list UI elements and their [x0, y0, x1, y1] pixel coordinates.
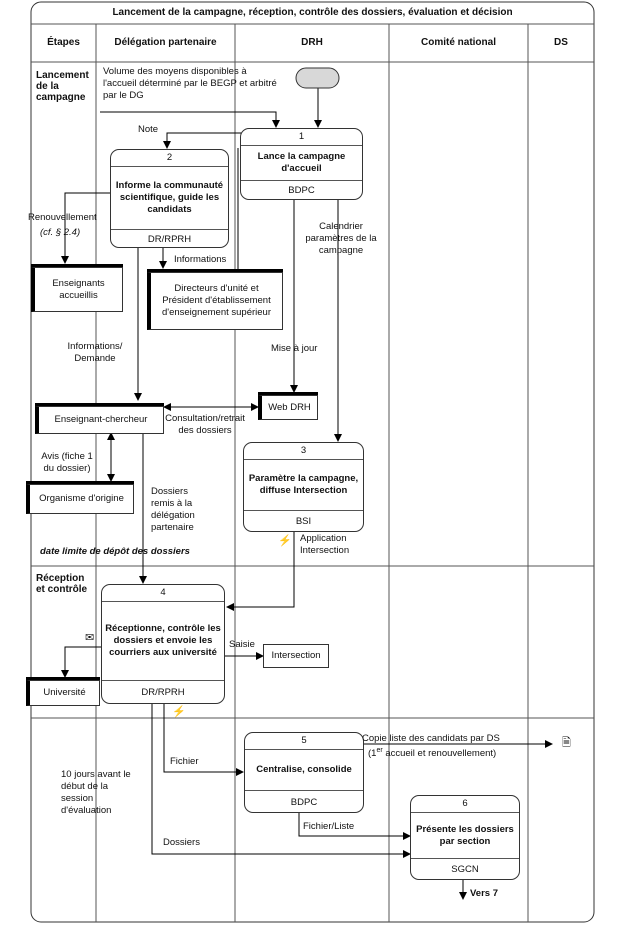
annotation-consultation: Consultation/retrait des dossiers — [165, 413, 245, 436]
annotation-saisie: Saisie — [229, 639, 255, 650]
annotation-fichier-liste: Fichier/Liste — [303, 821, 355, 832]
annotation-accueil-prefix: (1 — [368, 748, 377, 760]
lightning-icon: ⚡ — [172, 706, 186, 718]
process-1: 1 Lance la campagne d'accueil BDPC — [240, 128, 363, 200]
annotation-informations: Informations — [174, 254, 227, 265]
store-directeurs: Directeurs d'unité et Président d'établi… — [147, 272, 283, 330]
process-2: 2 Informe la communauté scientifique, gu… — [110, 149, 229, 248]
process-actor: DR/RPRH — [111, 229, 228, 249]
process-number: 3 — [244, 443, 363, 460]
column-header-ds: DS — [554, 37, 568, 48]
annotation-volume: Volume des moyens disponibles à l'accuei… — [103, 66, 277, 101]
annotation-dossiers: Dossiers — [163, 837, 200, 848]
annotation-calendrier: Calendrier paramètres de la campagne — [305, 221, 377, 256]
process-label: Présente les dossiers par section — [416, 823, 514, 847]
process-label: Réceptionne, contrôle les dossiers et en… — [105, 623, 221, 658]
process-6: 6 Présente les dossiers par section SGCN — [410, 795, 520, 880]
process-actor: DR/RPRH — [102, 680, 224, 705]
annotation-copie-liste: Copie liste des candidats par DS — [362, 733, 500, 744]
annotation-note: Note — [138, 124, 159, 135]
process-label: Paramètre la campagne, diffuse Intersect… — [248, 473, 359, 496]
step-label-lancement: Lancement de la campagne — [36, 70, 89, 103]
process-actor: BSI — [244, 510, 363, 533]
column-header-drh: DRH — [301, 37, 323, 48]
process-number: 2 — [111, 150, 228, 167]
envelope-icon: ✉ — [85, 632, 95, 644]
process-actor: BDPC — [245, 790, 363, 814]
lightning-icon: ⚡ — [278, 535, 292, 547]
annotation-fichier: Fichier — [170, 756, 199, 767]
process-number: 5 — [245, 733, 363, 750]
annotation-application: Application Intersection — [300, 533, 350, 556]
annotation-informations-demande: Informations/ Demande — [67, 341, 123, 364]
process-actor: BDPC — [241, 180, 362, 201]
store-organisme-origine: Organisme d'origine — [26, 484, 134, 514]
process-number: 6 — [411, 796, 519, 813]
annotation-mise-a-jour: Mise à jour — [271, 343, 318, 354]
process-label: Lance la campagne d'accueil — [257, 151, 346, 174]
store-web-drh: Web DRH — [258, 395, 318, 420]
process-4: 4 Réceptionne, contrôle les dossiers et … — [101, 584, 225, 704]
annotation-vers7: Vers 7 — [470, 888, 498, 899]
annotation-dossiers-remis: Dossiers remis à la délégation partenair… — [151, 486, 195, 533]
process-3: 3 Paramètre la campagne, diffuse Interse… — [243, 442, 364, 532]
annotation-avis: Avis (fiche 1 du dossier) — [41, 451, 93, 474]
annotation-cf: (cf. § 2.4) — [40, 227, 81, 238]
process-number: 4 — [102, 585, 224, 602]
step-label-reception: Réception et contrôle — [36, 573, 88, 595]
annotation-renouvellement: Renouvellement — [28, 212, 97, 223]
store-enseignant-chercheur: Enseignant-chercheur — [35, 406, 164, 434]
annotation-date-limite: date limite de dépôt des dossiers — [40, 546, 190, 557]
annotation-accueil-suffix: accueil et renouvellement) — [382, 748, 497, 760]
process-actor: SGCN — [411, 858, 519, 881]
annotation-dix-jours: 10 jours avant le début de la session d'… — [61, 769, 131, 816]
process-number: 1 — [241, 129, 362, 146]
store-enseignants-accueillis: Enseignants accueillis — [31, 267, 123, 312]
document-icon: 🗎 — [562, 737, 571, 749]
diagram-title: Lancement de la campagne, réception, con… — [112, 7, 513, 18]
process-label: Informe la communauté scientifique, guid… — [115, 180, 224, 215]
annotation-accueil-sup: er — [376, 747, 383, 754]
annotation-accueil-renouvellement: (1er accueil et renouvellement) — [368, 745, 496, 760]
column-header-comite: Comité national — [420, 37, 496, 48]
store-intersection: Intersection — [263, 644, 329, 668]
process-label: Centralise, consolide — [256, 764, 352, 775]
column-header-delegation: Délégation partenaire — [114, 37, 217, 48]
start-terminator — [295, 67, 340, 89]
store-universite: Université — [26, 680, 100, 706]
column-header-etapes: Étapes — [47, 37, 80, 48]
process-5: 5 Centralise, consolide BDPC — [244, 732, 364, 813]
